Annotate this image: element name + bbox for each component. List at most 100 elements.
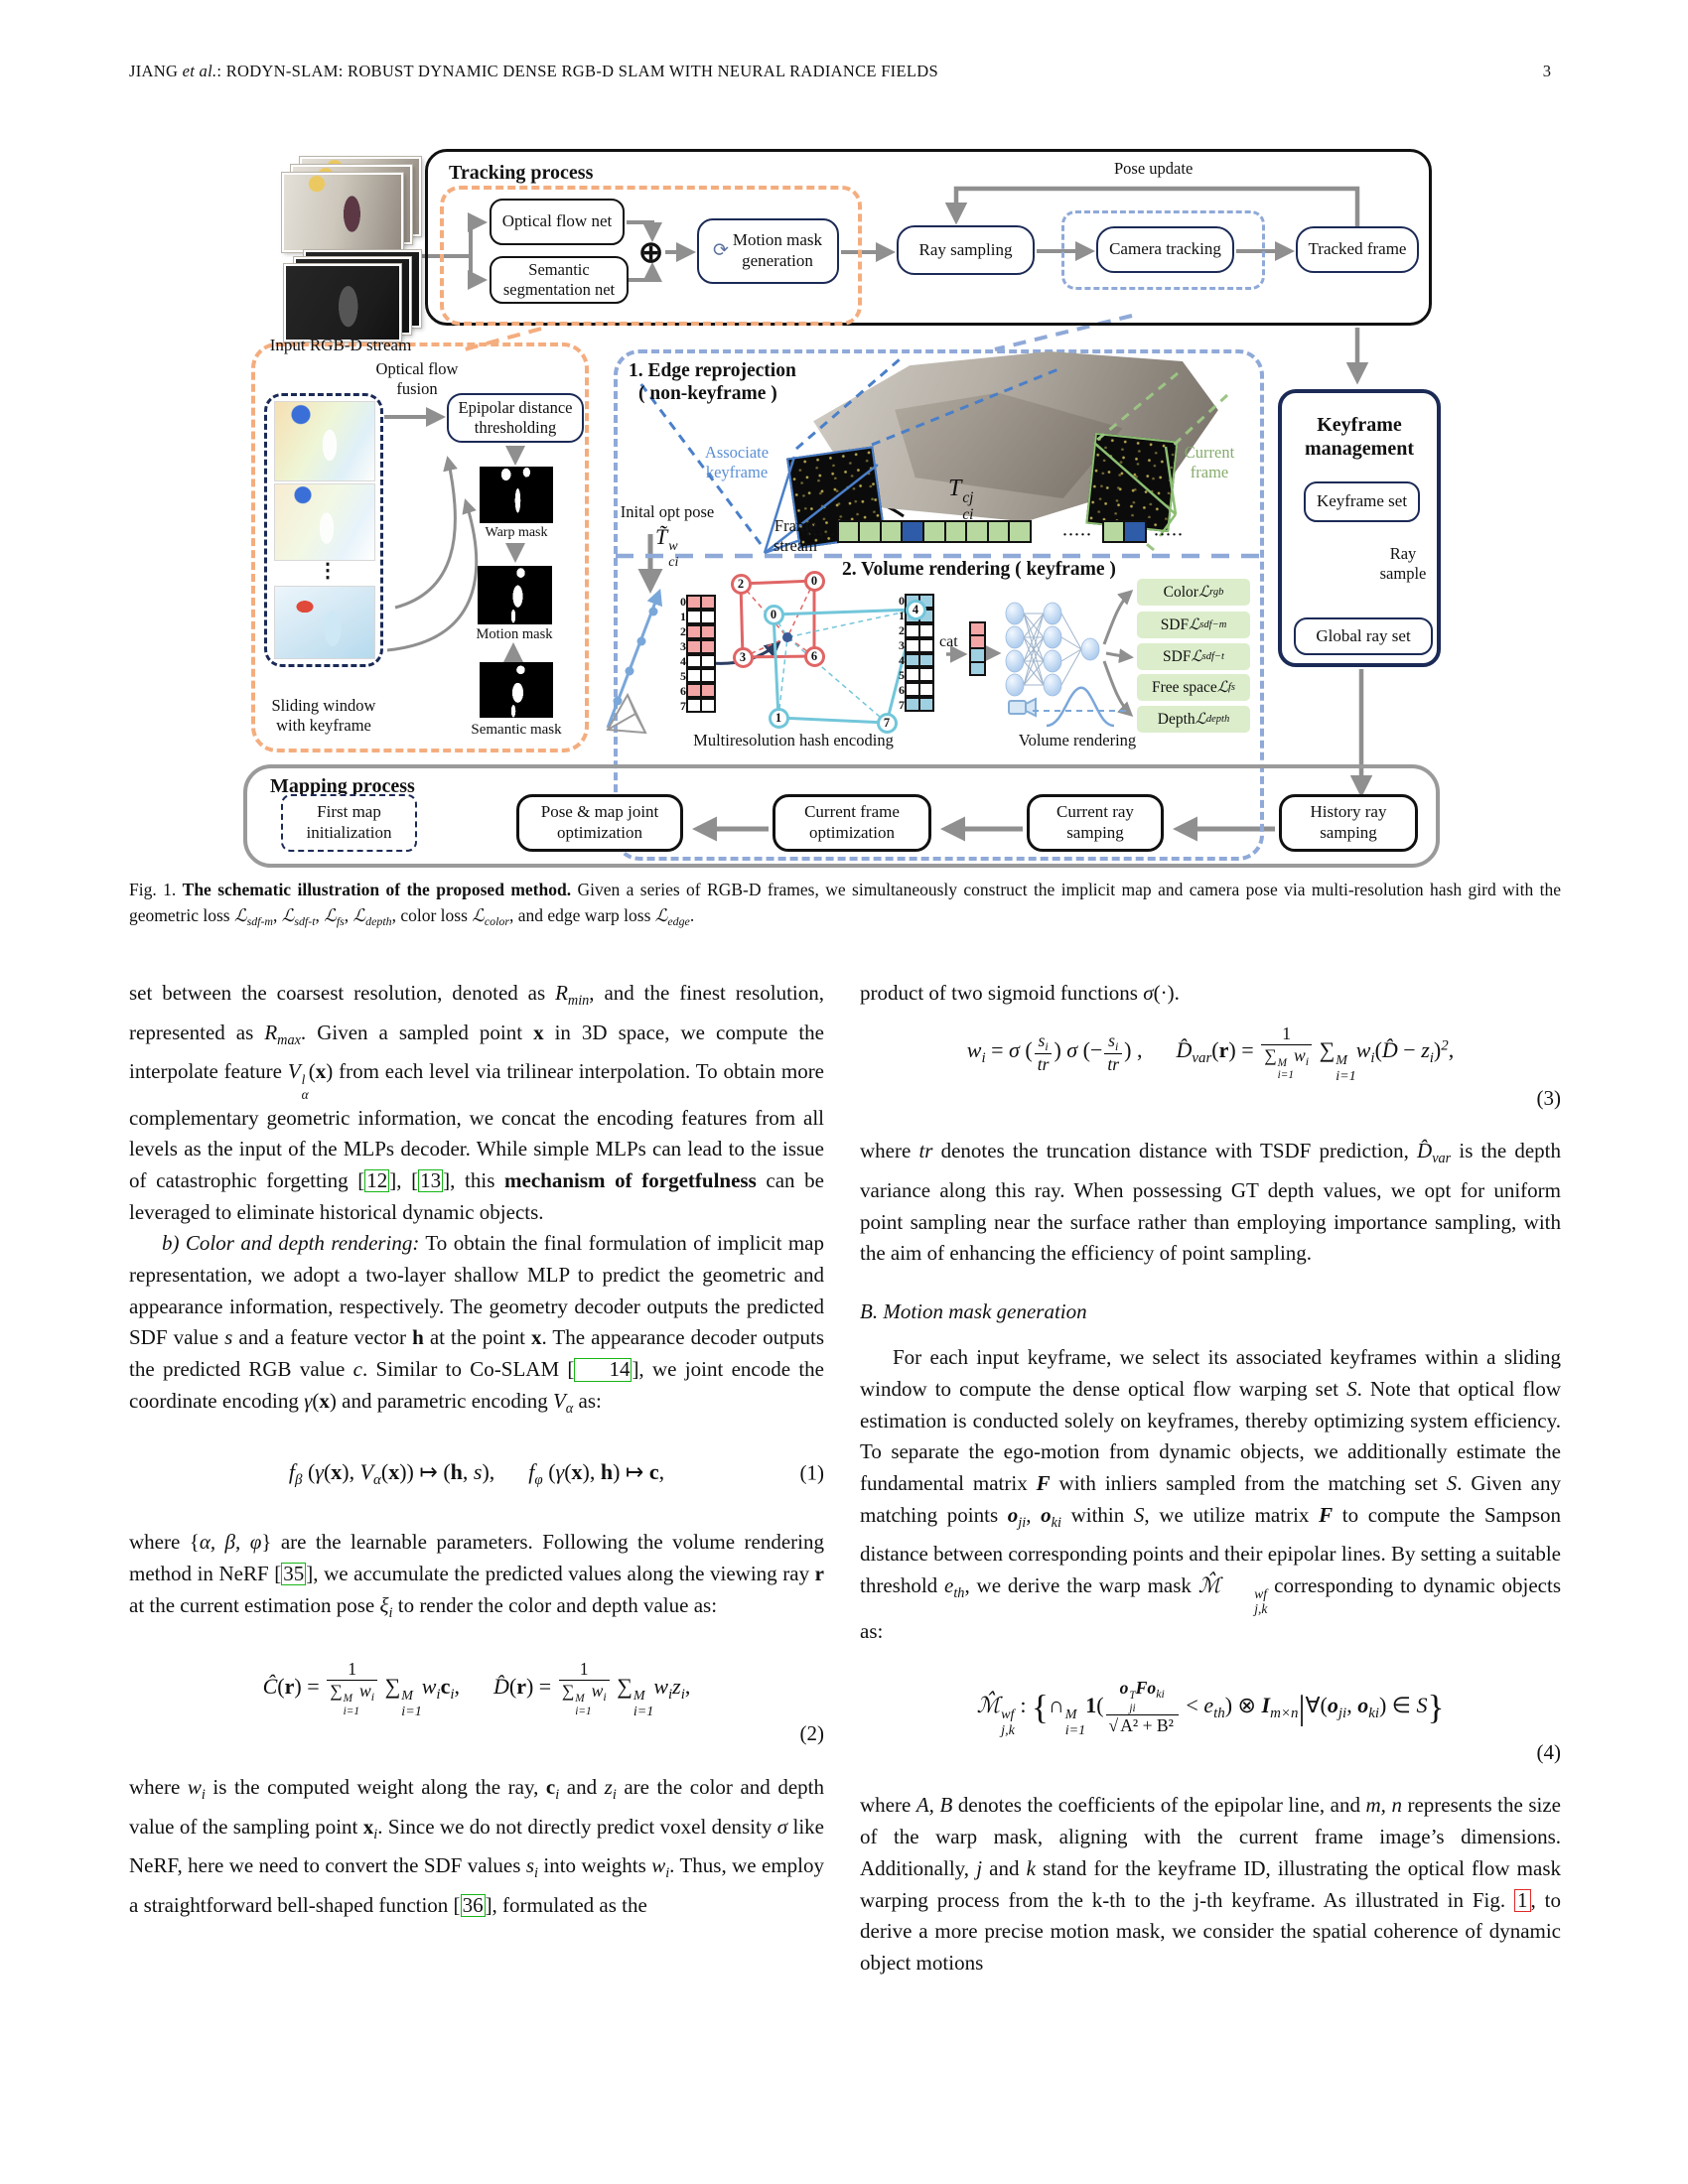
current-frame-opt-box: Current frame optimization	[773, 794, 931, 852]
hash-row: 1	[674, 609, 716, 624]
rgb-frame-front	[282, 173, 403, 252]
hash-row: 3	[893, 637, 934, 653]
keyframe-mgmt-title: Keyframe management	[1305, 414, 1414, 460]
semantic-mask-label: Semantic mask	[471, 722, 562, 738]
left-column: set between the coarsest resolution, den…	[129, 978, 824, 1922]
citation-link[interactable]: 14	[574, 1358, 633, 1382]
sliding-window-label: Sliding window with keyframe	[271, 696, 376, 735]
semantic-net-box: Semantic segmentation net	[490, 256, 629, 304]
concat-vector	[969, 621, 986, 676]
citation-link[interactable]: 13	[418, 1167, 444, 1193]
citation-link[interactable]: 35	[281, 1561, 307, 1586]
equation-number: (4)	[1536, 1739, 1562, 1764]
paragraph: product of two sigmoid functions σ(·).	[860, 981, 1180, 1005]
citation-link[interactable]: 12	[364, 1167, 390, 1193]
paragraph: where tr denotes the truncation distance…	[860, 1139, 1561, 1266]
motion-mask-gen-box: ⟳Motion mask generation	[697, 218, 839, 284]
hash-encoding-caption: Multiresolution hash encoding	[693, 731, 894, 750]
hash-row: 7	[893, 697, 934, 713]
sliding-window-box	[264, 393, 383, 667]
hash-row: 6	[674, 683, 716, 699]
paragraph: where wi is the computed weight along th…	[129, 1774, 824, 1918]
frame-stream-cells-2	[1101, 520, 1148, 543]
voxel-node: 2	[730, 573, 752, 595]
hash-row: 3	[674, 638, 716, 654]
first-map-box: First map initialization	[281, 794, 417, 852]
figure-ref-link[interactable]: 1	[1514, 1888, 1531, 1912]
ray-sampling-box: Ray sampling	[897, 225, 1035, 275]
frame-cell	[836, 520, 861, 543]
keyframe-set-box: Keyframe set	[1304, 481, 1420, 522]
tracking-process-box	[425, 149, 1432, 326]
equation-number: (3)	[1536, 1085, 1562, 1110]
frame-cell	[1008, 520, 1033, 543]
hash-row: 2	[893, 622, 934, 638]
stream-dots-3: ·····	[1154, 527, 1185, 543]
voxel-node: 4	[905, 599, 926, 620]
paragraph: where {α, β, φ} are the learnable parame…	[129, 1530, 824, 1621]
optical-flow-net-box: Optical flow net	[490, 199, 625, 245]
paragraph: b) Color and depth rendering: To obtain …	[129, 1231, 825, 1417]
citation-link[interactable]: 36	[460, 1892, 486, 1918]
semantic-mask-image	[480, 662, 553, 718]
camera-tracking-box: Camera tracking	[1096, 226, 1234, 273]
hash-row: 0	[674, 595, 716, 610]
hash-row: 6	[893, 682, 934, 698]
associate-keyframe-label: Associate keyframe	[704, 443, 770, 481]
hash-row: 4	[893, 652, 934, 668]
voxel-node: 7	[876, 712, 898, 734]
stream-dots-1: ·····	[806, 527, 837, 543]
hash-row: 5	[893, 667, 934, 683]
epipolar-box: Epipolar distance thresholding	[447, 393, 584, 443]
hash-row: 4	[674, 653, 716, 669]
page-number: 3	[1542, 62, 1551, 80]
paragraph: set between the coarsest resolution, den…	[129, 981, 825, 1224]
right-column: product of two sigmoid functions σ(·). w…	[860, 978, 1561, 1979]
warp-mask-label: Warp mask	[485, 525, 548, 540]
current-frame-image	[1085, 432, 1179, 533]
frame-cell	[965, 520, 990, 543]
motion-mask-label: Motion mask	[476, 626, 553, 642]
init-pose-label: Inital opt pose	[620, 502, 715, 521]
paragraph: where A, B denotes the coefficients of t…	[860, 1793, 1561, 1975]
frame-cell	[1101, 520, 1126, 543]
edge-reprojection-title: 1. Edge reprojection ( non-keyframe )	[629, 360, 796, 405]
motion-mask-image	[478, 566, 552, 624]
cycle-icon: ⟳	[713, 240, 729, 262]
current-frame-label: Current frame	[1184, 443, 1235, 481]
tracking-title: Tracking process	[449, 162, 594, 184]
cat-label: cat	[939, 633, 958, 650]
equation-number: (2)	[799, 1721, 825, 1746]
voxel-node: 3	[732, 646, 754, 668]
paragraph: For each input keyframe, we select its a…	[860, 1345, 1562, 1644]
optical-flow-panel	[251, 342, 589, 752]
depth-frame-front	[284, 264, 401, 341]
input-stream-label: Input RGB-D stream	[269, 336, 412, 354]
frame-cell	[1123, 520, 1148, 543]
equation-number: (1)	[799, 1460, 825, 1485]
voxel-node: 1	[768, 707, 789, 729]
global-ray-set-box: Global ray set	[1294, 617, 1433, 655]
history-ray-box: History ray samping	[1279, 794, 1418, 852]
frame-stream-cells	[836, 520, 1033, 543]
frame-cell	[879, 520, 904, 543]
flow-image-2	[274, 483, 375, 561]
optical-flow-fusion-label: Optical flow fusion	[375, 359, 459, 398]
hash-row: 5	[674, 668, 716, 684]
equation-1: fβ (γ(x), Vα(x)) ↦ (h, s),fφ (γ(x), h) ↦…	[288, 1458, 825, 1488]
current-ray-box: Current ray samping	[1027, 794, 1164, 852]
mapping-title: Mapping process	[270, 775, 415, 797]
ray-sample-label: Ray sample	[1379, 544, 1427, 583]
pose-update-label: Pose update	[1114, 159, 1194, 178]
tracked-frame-box: Tracked frame	[1296, 226, 1419, 273]
mapping-process-box	[243, 764, 1440, 868]
frame-cell	[858, 520, 883, 543]
